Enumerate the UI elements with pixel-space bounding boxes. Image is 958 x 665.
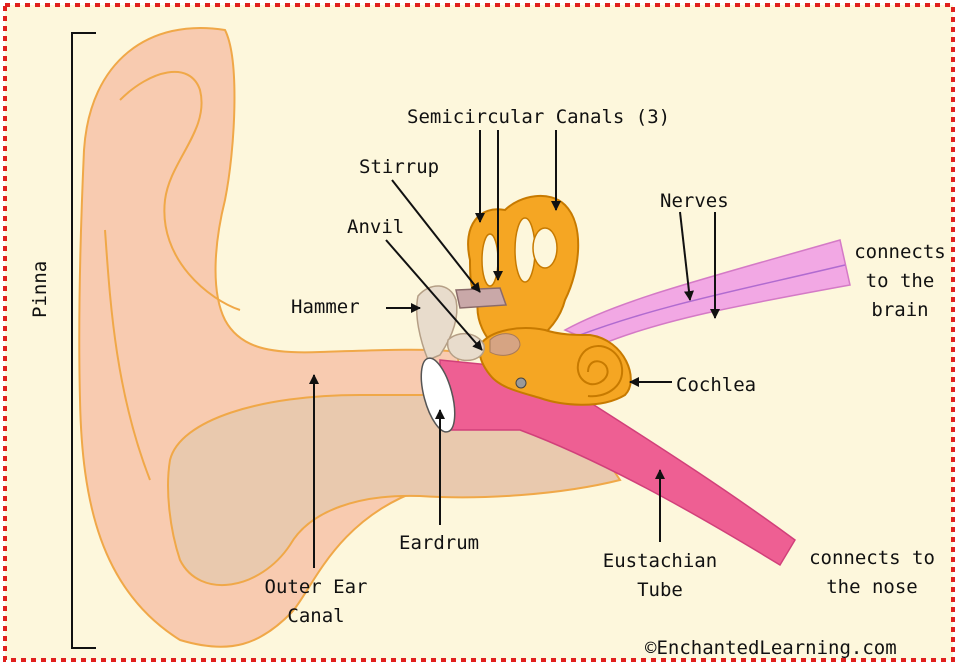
brain-label-line2: to the xyxy=(848,270,952,292)
eustachian-tube-label-line2: Tube xyxy=(598,579,722,601)
oval-window xyxy=(516,378,526,388)
cochlea-window xyxy=(490,334,520,356)
outer-ear-canal-label-line1: Outer Ear xyxy=(264,576,368,598)
nose-label-line2: the nose xyxy=(802,576,942,598)
pinna-label: Pinna xyxy=(29,261,51,318)
nerves-label: Nerves xyxy=(660,190,729,212)
stirrup-bone xyxy=(456,288,506,308)
hammer-label: Hammer xyxy=(291,296,360,318)
semicircular-canals-label: Semicircular Canals (3) xyxy=(407,106,670,128)
stirrup-label: Stirrup xyxy=(359,156,439,178)
brain-label-line3: brain xyxy=(848,299,952,321)
brain-label-line1: connects xyxy=(848,241,952,263)
outer-ear-canal-label-line2: Canal xyxy=(264,605,368,627)
eardrum-label: Eardrum xyxy=(399,532,479,554)
canal-loop-2 xyxy=(515,218,535,282)
cochlea-label: Cochlea xyxy=(676,374,756,396)
nose-label-line1: connects to xyxy=(802,547,942,569)
canal-loop-3 xyxy=(533,228,557,268)
anvil-label: Anvil xyxy=(347,216,404,238)
canal-loop-1 xyxy=(482,234,498,286)
copyright-text: ©EnchantedLearning.com xyxy=(645,637,897,659)
eustachian-tube-label-line1: Eustachian xyxy=(598,550,722,572)
